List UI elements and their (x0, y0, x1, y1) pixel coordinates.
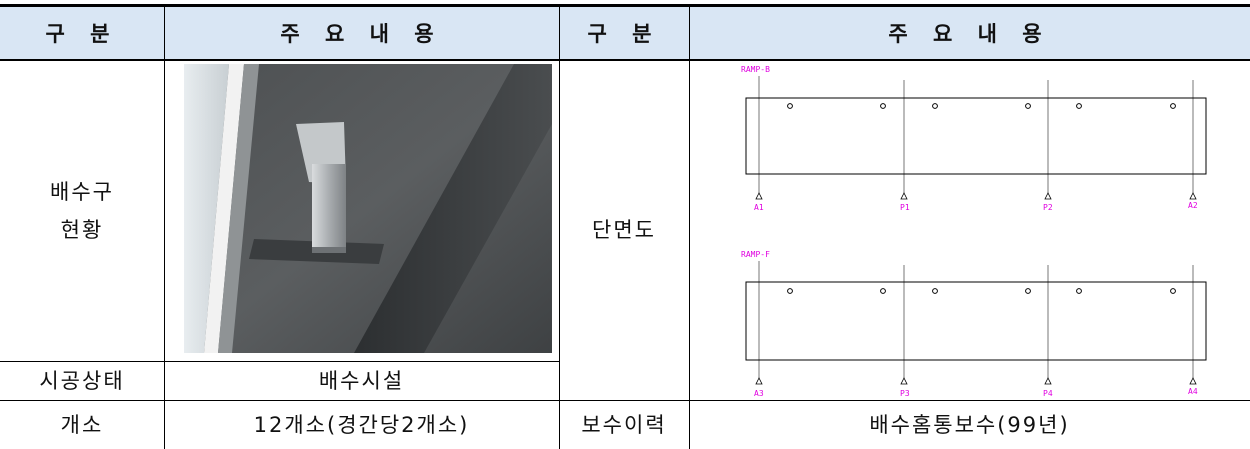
repair-history-label: 보수이력 (581, 412, 667, 437)
table-top-border (0, 4, 1250, 7)
section-drawing: RAMP-B A1 P1 P2 A2 RAMP-F (689, 60, 1250, 400)
header-main-content-2: 주 요 내 용 (689, 5, 1250, 60)
section-drawing-svg: RAMP-B A1 P1 P2 A2 RAMP-F (741, 65, 1207, 398)
support-p4: P4 (1043, 389, 1053, 398)
support-a1: A1 (754, 203, 764, 212)
drain-pipe-photo-image (184, 64, 552, 353)
row-divider (0, 400, 1250, 401)
drain-status-label: 배수구 현황 (50, 179, 114, 242)
count-label: 개소 (60, 412, 104, 437)
support-a4: A4 (1188, 387, 1198, 396)
construction-status-value: 배수시설 (318, 368, 405, 393)
support-p2: P2 (1043, 203, 1053, 212)
section-drawing-label: 단면도 (592, 218, 656, 242)
drain-photo (164, 60, 559, 361)
support-a2: A2 (1188, 201, 1198, 210)
ramp-b-label: RAMP-B (741, 65, 770, 74)
header-category-2: 구 분 (559, 5, 689, 60)
repair-history-value: 배수홈통보수(99년) (869, 412, 1070, 437)
col-divider (689, 5, 690, 449)
header-bottom-border (0, 59, 1250, 61)
ramp-f-label: RAMP-F (741, 250, 770, 259)
header-category-1: 구 분 (0, 5, 164, 60)
row-divider (0, 361, 559, 362)
header-main-content-1: 주 요 내 용 (164, 5, 559, 60)
col-divider (559, 5, 560, 449)
construction-status-label: 시공상태 (39, 368, 125, 393)
support-a3: A3 (754, 389, 764, 398)
support-p1: P1 (900, 203, 910, 212)
col-divider (164, 5, 165, 449)
count-value: 12개소(경간당2개소) (253, 412, 470, 437)
support-p3: P3 (900, 389, 910, 398)
